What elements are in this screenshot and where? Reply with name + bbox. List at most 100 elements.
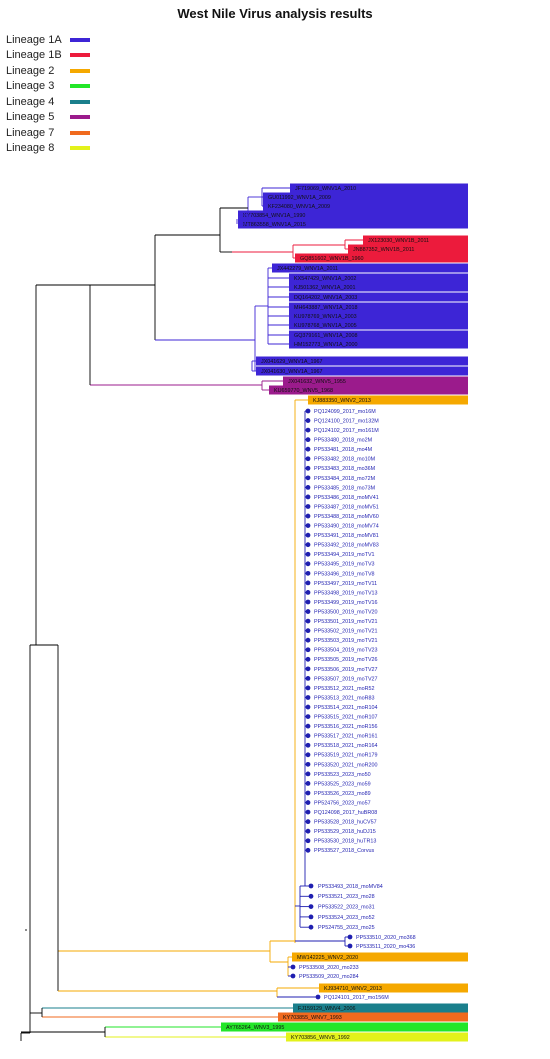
sample-label: PP533529_2018_huDJ15	[314, 829, 376, 835]
lineage-highlight	[292, 952, 468, 962]
legend-swatch	[70, 146, 90, 151]
sample-label: PP533510_2020_mo368	[356, 935, 416, 941]
sample-label: PP533521_2023_mo28	[318, 894, 375, 900]
lineage-highlight	[295, 253, 468, 263]
tip-label: HM152773_WNV1A_2000	[294, 342, 358, 348]
sample-label: PP533514_2021_moR104	[314, 705, 378, 711]
sample-label: PQ124100_2017_mo132M	[314, 418, 379, 424]
sample-label: PP533520_2021_moR200	[314, 762, 378, 768]
lineage-highlight	[283, 376, 468, 386]
tip-label: DQ164202_WNV1A_2003	[294, 295, 357, 301]
lineage-highlight	[272, 263, 468, 273]
tip-label: KY703854_WNV1A_1990	[243, 213, 305, 219]
tip-label: GQ851602_WNV1B_1960	[300, 256, 364, 262]
sample-label: PP533501_2019_moTV21	[314, 619, 378, 625]
figure-title: West Nile Virus analysis results	[177, 6, 373, 21]
tip-label: JX123030_WNV1B_2011	[368, 238, 429, 244]
lineage-highlight	[221, 1022, 468, 1032]
tip-label: JX041629_WNV1A_1967	[261, 359, 322, 365]
sample-label: PQ124102_2017_mo161M	[314, 428, 379, 434]
sample-label: PP533499_2019_moTV16	[314, 600, 378, 606]
sample-label: PP533500_2019_moTV20	[314, 609, 378, 615]
legend-label: Lineage 3	[6, 80, 55, 93]
sample-label: PP533508_2020_mo233	[299, 965, 359, 971]
lineage-highlight	[256, 366, 468, 376]
lineage-highlight	[289, 282, 468, 292]
tip-label: KU659770_WNV5_1968	[274, 388, 333, 394]
lineage-highlight	[238, 219, 468, 229]
lineage-highlight	[263, 192, 468, 202]
tip-label: MT863558_WNV1A_2015	[243, 222, 306, 228]
tip-label: GU011992_WNV1A_2009	[268, 195, 331, 201]
legend-item-lineage-5: Lineage 5	[6, 110, 90, 126]
sample-label: PP533483_2018_mo36M	[314, 466, 376, 472]
sample-label: PP533530_2018_huTR13	[314, 839, 376, 845]
tip-label: KY703856_WNV8_1992	[291, 1035, 350, 1041]
sample-label: PP533516_2021_moR156	[314, 724, 378, 730]
lineage-highlight	[238, 210, 468, 220]
sample-label: PP533528_2018_huCV57	[314, 820, 377, 826]
sample-label: PP533518_2021_moR164	[314, 743, 378, 749]
legend-swatch	[70, 68, 90, 73]
sample-label: PP533484_2018_mo72M	[314, 476, 376, 482]
sample-label: PP533515_2021_moR107	[314, 715, 378, 721]
tip-label: MW142225_WNV2_2020	[297, 955, 358, 961]
legend-label: Lineage 5	[6, 111, 55, 124]
tip-label: JX041630_WNV1A_1967	[261, 369, 322, 375]
tip-label: JN887352_WNV1B_2011	[353, 247, 414, 253]
sample-label: PP533480_2018_mo2M	[314, 438, 373, 444]
tip-label: GQ379161_WNV1A_2008	[294, 333, 358, 339]
tip-label: KU978769_WNV1A_2003	[294, 314, 357, 320]
legend-item-lineage-8: Lineage 8	[6, 141, 90, 157]
sample-label: PP533527_2018_Corvus	[314, 848, 375, 854]
lineage-highlight	[348, 244, 468, 254]
tip-label: JX442279_WNV1A_2011	[277, 266, 338, 272]
lineage-highlight	[290, 183, 468, 193]
lineage-highlight	[363, 235, 468, 245]
legend-item-lineage-3: Lineage 3	[6, 79, 90, 95]
legend-label: Lineage 1B	[6, 49, 62, 62]
tip-label: KJ934710_WNV2_2013	[324, 986, 382, 992]
sample-label: PP533526_2023_mo89	[314, 791, 371, 797]
lineage-highlight	[289, 320, 468, 330]
lineage-highlight	[289, 339, 468, 349]
lineage-highlight	[289, 273, 468, 283]
sample-label: PP533509_2020_mo284	[299, 974, 359, 980]
sample-label: PP533513_2021_moR83	[314, 695, 375, 701]
legend-swatch	[70, 115, 90, 120]
sample-label: PP533502_2019_moTV21	[314, 629, 378, 635]
sample-label: PP533487_2018_moMV51	[314, 504, 379, 510]
lineage-highlight	[269, 385, 468, 395]
lineage-highlight	[289, 330, 468, 340]
tip-label: FJ159129_WNV4_2006	[298, 1006, 356, 1012]
sample-label: PP533498_2019_moTV13	[314, 590, 378, 596]
sample-label: PQ124098_2017_huBR08	[314, 810, 377, 816]
sample-label: PP533491_2018_moMV81	[314, 533, 379, 539]
sample-label: PP533490_2018_moMV74	[314, 524, 379, 530]
tip-label: KU978768_WNV1A_2005	[294, 323, 357, 329]
legend-swatch	[70, 99, 90, 104]
sample-label: PP533522_2023_mo31	[318, 905, 375, 911]
legend-swatch	[70, 53, 90, 58]
lineage-highlight	[308, 395, 468, 405]
sample-label: PP533495_2019_moTV3	[314, 562, 375, 568]
tip-label: MH643887_WNV1A_2018	[294, 305, 358, 311]
lineage-highlight	[289, 311, 468, 321]
sample-label: PP533494_2019_moTV1	[314, 552, 375, 558]
lineage-highlight	[278, 1012, 468, 1022]
sample-label: PP533485_2018_mo73M	[314, 485, 376, 491]
sample-label: PP533486_2018_moMV41	[314, 495, 379, 501]
sample-label: PP524756_2023_mo57	[314, 800, 371, 806]
tip-label: AY765264_WNV3_1995	[226, 1025, 284, 1031]
sample-label: PP533505_2019_moTV26	[314, 657, 378, 663]
tip-label: KF234080_WNV1A_2009	[268, 204, 330, 210]
lineage-legend: Lineage 1A Lineage 1B Lineage 2 Lineage …	[6, 32, 90, 156]
sample-label: PP533511_2020_mo436	[356, 944, 415, 950]
legend-label: Lineage 4	[6, 95, 55, 108]
tip-label: KY703855_WNV7_1993	[283, 1015, 342, 1021]
legend-item-lineage-2: Lineage 2	[6, 63, 90, 79]
sample-label: PP533481_2018_mo4M	[314, 447, 373, 453]
sample-label: PP533507_2019_moTV27	[314, 676, 378, 682]
sample-label: PP533497_2019_moTV11	[314, 581, 377, 587]
